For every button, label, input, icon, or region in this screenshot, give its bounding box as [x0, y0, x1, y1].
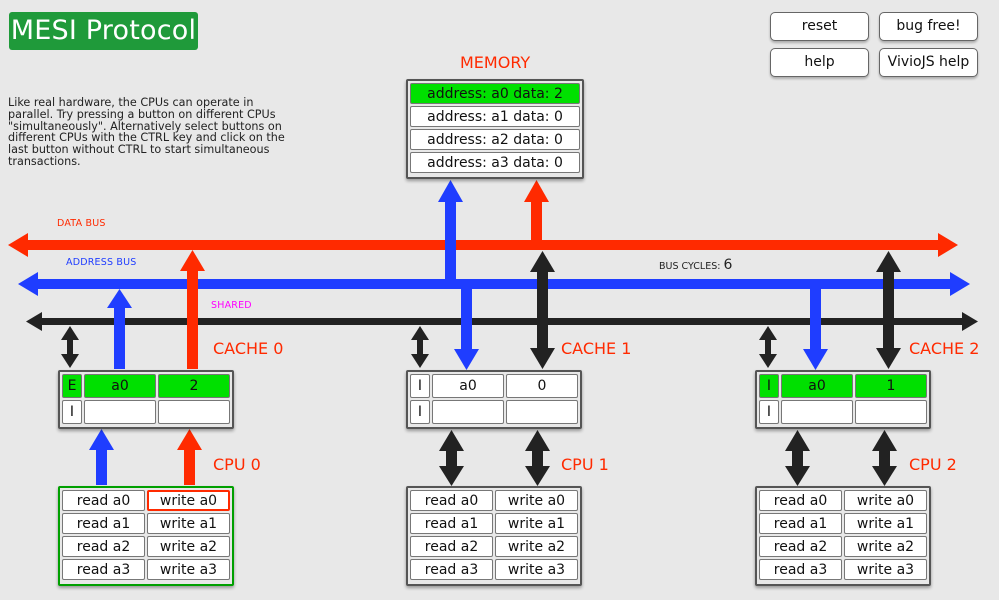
write-a3-button[interactable]: write a3: [844, 559, 927, 580]
bus-cycles-text: BUS CYCLES:: [659, 261, 721, 272]
write-a3-button[interactable]: write a3: [495, 559, 578, 580]
cache-tag: a0: [84, 374, 156, 398]
cache-state: I: [759, 374, 779, 398]
read-a2-button[interactable]: read a2: [759, 536, 842, 557]
cache-tag: [84, 400, 156, 424]
reset-button[interactable]: reset: [770, 12, 869, 41]
cache-data: [158, 400, 230, 424]
cache0-shared-arrow: [61, 326, 79, 368]
memory-panel: address: a0 data: 2 address: a1 data: 0 …: [406, 79, 584, 179]
bus-cycles-label: BUS CYCLES: 6: [659, 257, 732, 273]
shared-label: SHARED: [211, 300, 252, 311]
cache0-data-arrow: [180, 250, 205, 369]
memory-row: address: a1 data: 0: [410, 106, 580, 127]
bus-cycles-value: 6: [723, 257, 733, 273]
help-button[interactable]: help: [770, 48, 869, 77]
read-a0-button[interactable]: read a0: [759, 490, 842, 511]
cache0-panel: E a0 2 I: [58, 370, 234, 429]
cache0-address-arrow: [107, 289, 132, 369]
write-a2-button[interactable]: write a2: [495, 536, 578, 557]
cache1-panel: I a0 0 I: [406, 370, 582, 429]
memory-row: address: a3 data: 0: [410, 152, 580, 173]
write-a3-button[interactable]: write a3: [147, 559, 230, 580]
cpu1-label: CPU 1: [561, 455, 609, 474]
page-title: MESI Protocol: [9, 12, 198, 50]
read-a0-button[interactable]: read a0: [62, 490, 145, 511]
read-a1-button[interactable]: read a1: [410, 513, 493, 534]
read-a3-button[interactable]: read a3: [410, 559, 493, 580]
write-a0-button[interactable]: write a0: [844, 490, 927, 511]
memory-row: address: a2 data: 0: [410, 129, 580, 150]
write-a0-button[interactable]: write a0: [147, 490, 230, 511]
cache2-data-arrow: [876, 251, 901, 369]
read-a0-button[interactable]: read a0: [410, 490, 493, 511]
cache1-address-arrow: [454, 289, 479, 370]
address-bus: [18, 272, 970, 296]
shared-bus: [26, 312, 978, 331]
memory-row: address: a0 data: 2: [410, 83, 580, 104]
cpu1-panel: read a0 write a0 read a1 write a1 read a…: [406, 486, 582, 586]
memory-label: MEMORY: [460, 53, 531, 72]
data-bus: [8, 233, 958, 257]
write-a2-button[interactable]: write a2: [844, 536, 927, 557]
cache-state: E: [62, 374, 82, 398]
memory-address-arrow: [438, 180, 463, 284]
description-text: Like real hardware, the CPUs can operate…: [8, 96, 285, 168]
cache-data: 1: [855, 374, 927, 398]
write-a2-button[interactable]: write a2: [147, 536, 230, 557]
viviojs-help-button[interactable]: VivioJS help: [879, 48, 978, 77]
write-a1-button[interactable]: write a1: [495, 513, 578, 534]
read-a3-button[interactable]: read a3: [62, 559, 145, 580]
write-a1-button[interactable]: write a1: [844, 513, 927, 534]
cache-state: I: [410, 374, 430, 398]
cache1-label: CACHE 1: [561, 339, 632, 358]
cache-state: I: [759, 400, 779, 424]
cache2-label: CACHE 2: [909, 339, 980, 358]
write-a0-button[interactable]: write a0: [495, 490, 578, 511]
cache1-shared-arrow: [411, 326, 429, 368]
cache2-shared-arrow: [759, 326, 777, 368]
cache-state: I: [410, 400, 430, 424]
cpu0-panel: read a0 write a0 read a1 write a1 read a…: [58, 486, 234, 586]
cache-tag: a0: [781, 374, 853, 398]
cpu2-panel: read a0 write a0 read a1 write a1 read a…: [755, 486, 931, 586]
bug-free-button[interactable]: bug free!: [879, 12, 978, 41]
cache2-panel: I a0 1 I: [755, 370, 931, 429]
cpu2-address-arrow: [785, 430, 810, 486]
cpu1-address-arrow: [439, 430, 464, 486]
cpu0-address-arrow: [89, 429, 114, 485]
write-a1-button[interactable]: write a1: [147, 513, 230, 534]
read-a2-button[interactable]: read a2: [410, 536, 493, 557]
data-bus-label: DATA BUS: [57, 218, 106, 229]
cache-data: [855, 400, 927, 424]
memory-data-arrow: [524, 180, 549, 245]
cpu2-label: CPU 2: [909, 455, 957, 474]
cpu2-data-arrow: [872, 430, 897, 486]
cpu0-data-arrow: [177, 429, 202, 485]
read-a3-button[interactable]: read a3: [759, 559, 842, 580]
address-bus-label: ADDRESS BUS: [66, 257, 137, 268]
cache-tag: [781, 400, 853, 424]
cache-tag: a0: [432, 374, 504, 398]
cpu0-label: CPU 0: [213, 455, 261, 474]
read-a2-button[interactable]: read a2: [62, 536, 145, 557]
read-a1-button[interactable]: read a1: [62, 513, 145, 534]
cache0-label: CACHE 0: [213, 339, 284, 358]
read-a1-button[interactable]: read a1: [759, 513, 842, 534]
cache1-data-arrow: [530, 251, 555, 369]
cache2-address-arrow: [803, 289, 828, 370]
cache-data: 2: [158, 374, 230, 398]
cache-data: 0: [506, 374, 578, 398]
cache-tag: [432, 400, 504, 424]
cache-state: I: [62, 400, 82, 424]
cpu1-data-arrow: [525, 430, 550, 486]
cache-data: [506, 400, 578, 424]
